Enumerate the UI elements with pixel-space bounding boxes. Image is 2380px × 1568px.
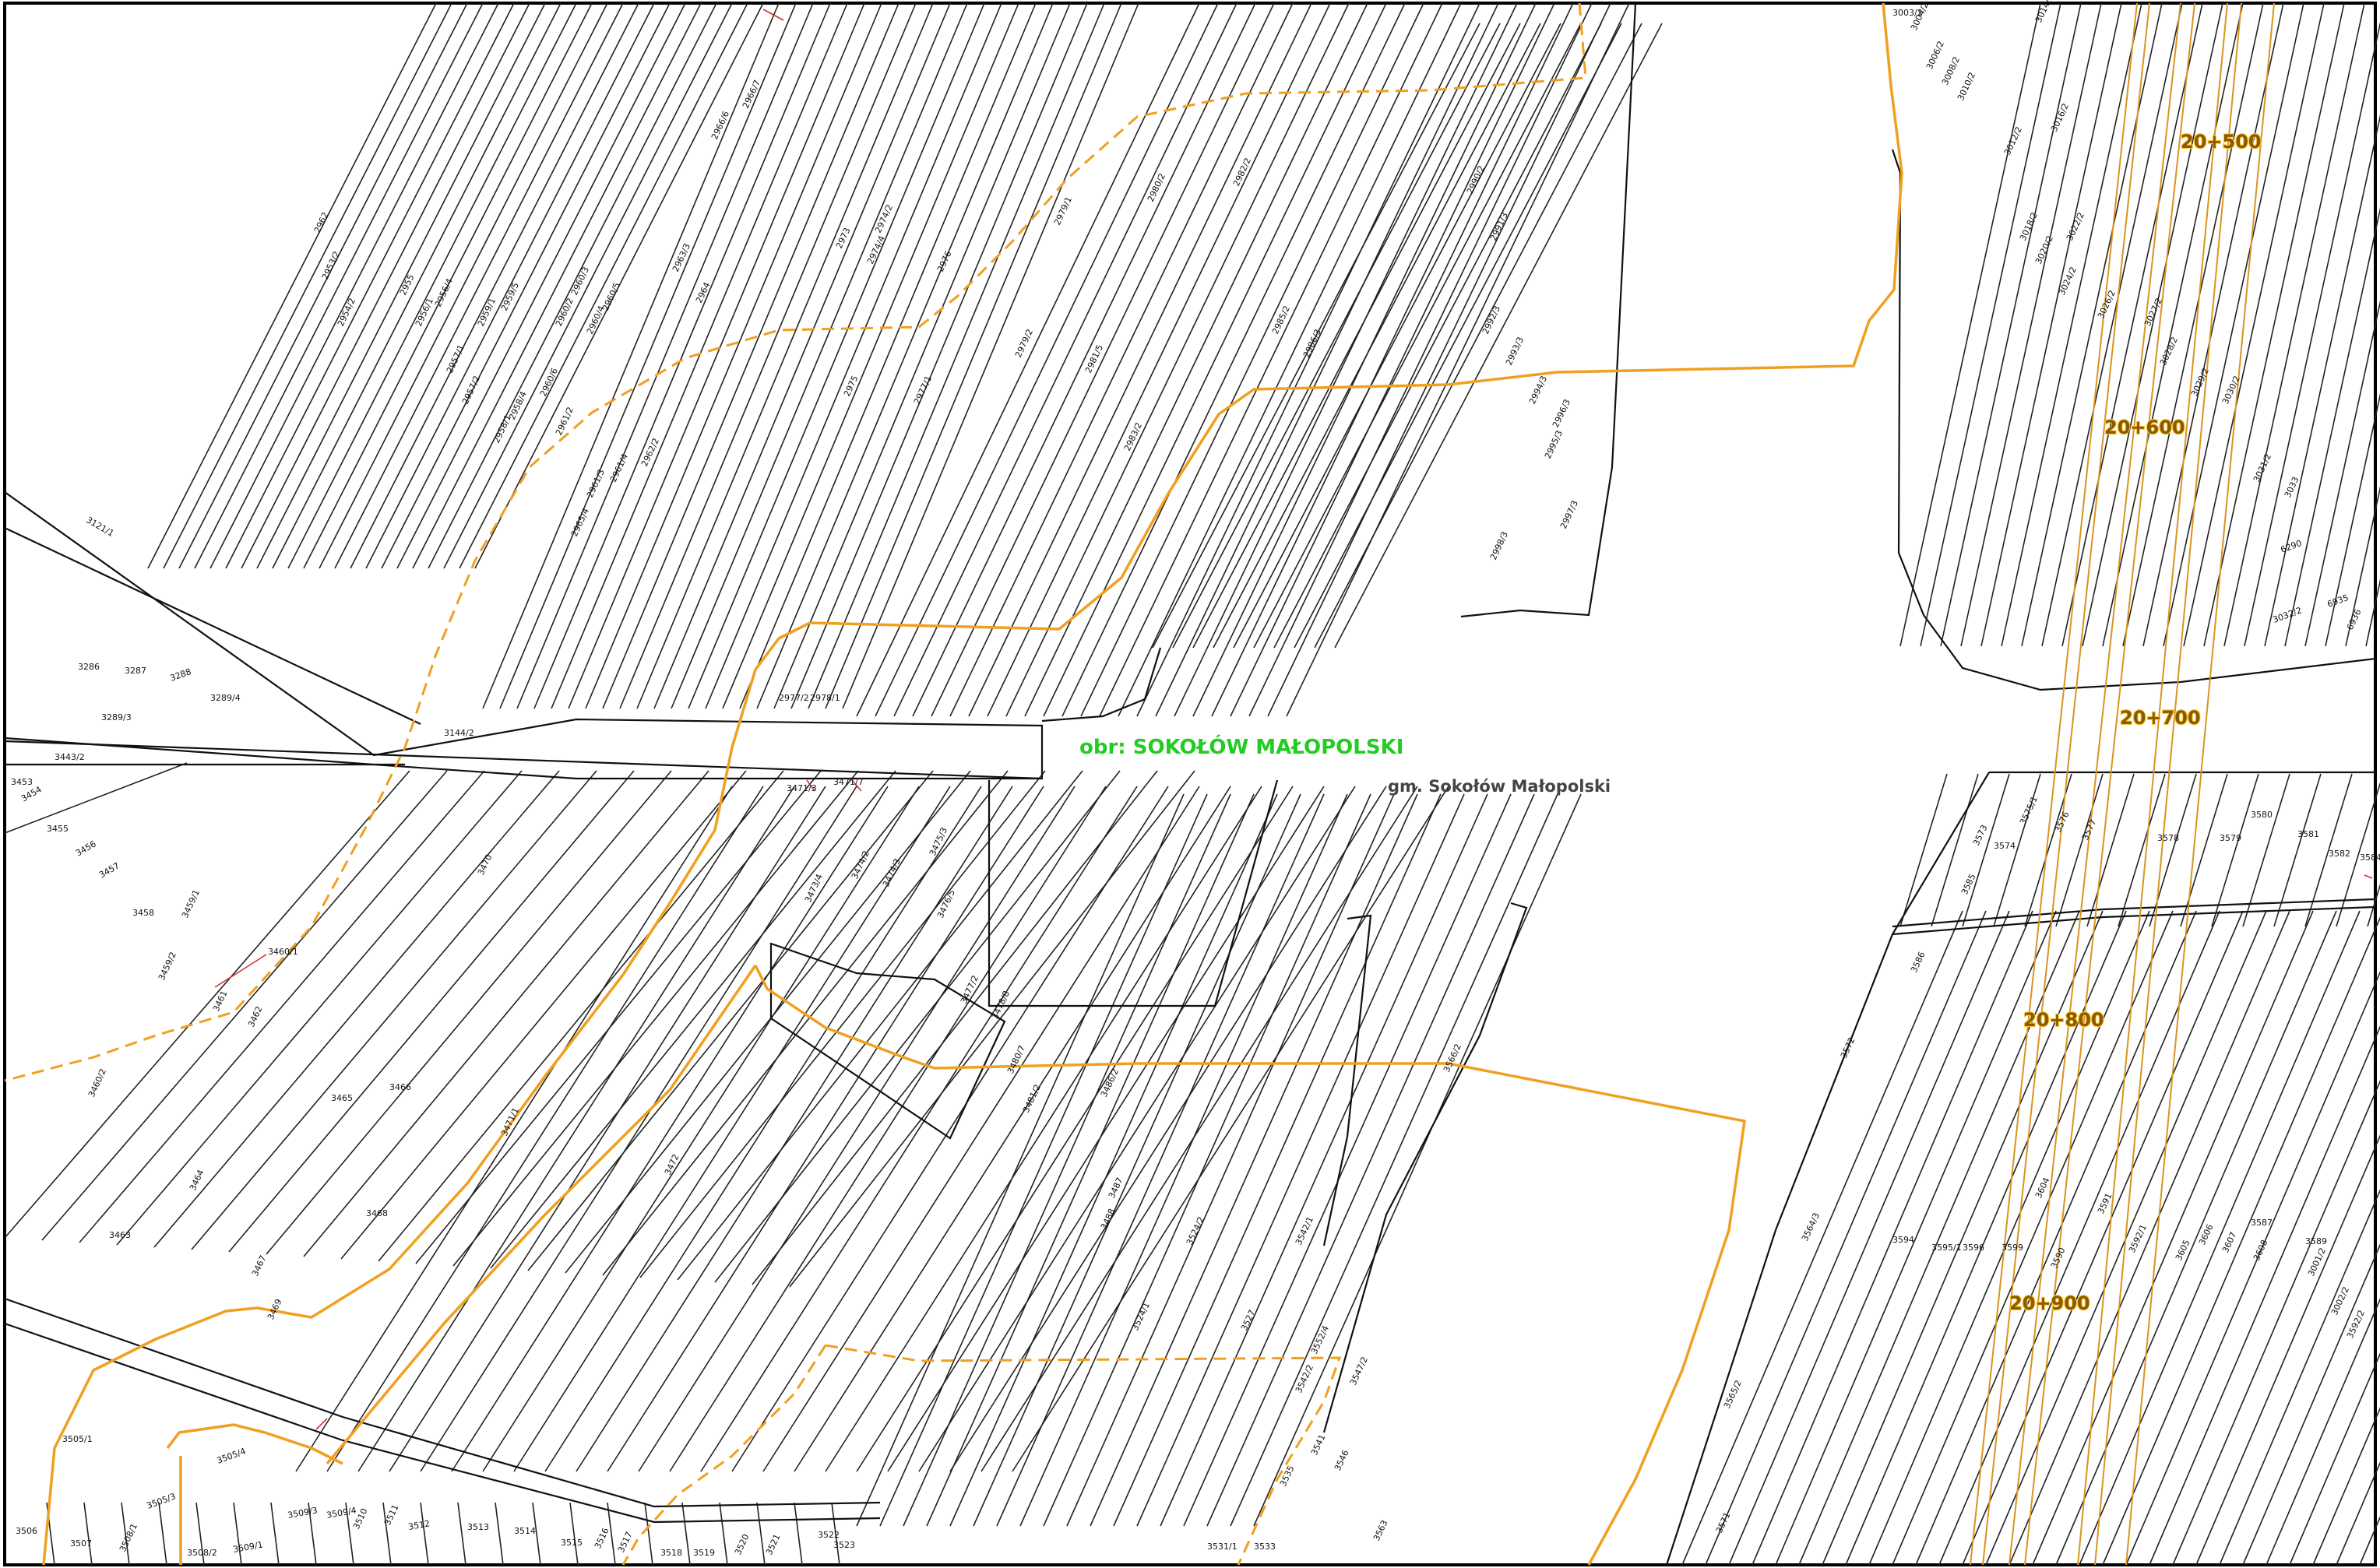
- kilometer-markers: 20+500 20+600 20+700 20+800 20+900: [2009, 130, 2262, 1315]
- parcel-number: 3594: [1892, 1235, 1914, 1245]
- parcel-number: 3582: [2329, 849, 2350, 859]
- parcel-number: 3580: [2251, 810, 2273, 820]
- region-label: obr: SOKOŁÓW MAŁOPOLSKI: [1079, 734, 1403, 759]
- map-frame: [3, 2, 2377, 1566]
- parcel-number: 3515: [561, 1538, 583, 1548]
- parcel-number: 3471/3: [787, 783, 817, 793]
- kilometer-label: 20+800: [2023, 1009, 2104, 1031]
- parcel-number: 2978/1: [810, 693, 840, 703]
- parcel-number: 3505/1: [62, 1434, 93, 1444]
- parcel-number: 3443/2: [55, 752, 85, 762]
- parcel-number: 3508/2: [187, 1548, 217, 1558]
- roads: [4, 2, 2376, 1566]
- parcel-number: 3596: [1963, 1243, 1984, 1253]
- kilometer-label: 20+700: [2120, 707, 2201, 729]
- parcel-number: 3455: [47, 824, 69, 834]
- parcel-number: 3531/1: [1207, 1542, 1238, 1552]
- parcel-number: 3003/2: [1892, 8, 1923, 18]
- parcel-number: 3460/1: [268, 947, 298, 957]
- parcel-number: 3512: [407, 1518, 431, 1532]
- parcel-number: 3514: [514, 1526, 536, 1536]
- parcel-number: 3289/3: [101, 712, 132, 722]
- parcel-number: 3286: [78, 662, 100, 672]
- parcel-number: 3519: [693, 1548, 715, 1558]
- parcel-number: 3463: [109, 1230, 131, 1240]
- parcel-number: 3533: [1254, 1542, 1276, 1552]
- parcel-number: 3506: [16, 1526, 37, 1536]
- parcel-number: 3518: [660, 1548, 682, 1558]
- parcel-number: 3587: [2251, 1218, 2273, 1228]
- parcel-number: 3465: [331, 1093, 353, 1103]
- parcel-number: 3523: [833, 1540, 855, 1550]
- municipality-label: gm. Sokołów Małopolski: [1388, 777, 1611, 796]
- parcel-number: 3581: [2297, 829, 2319, 839]
- kilometer-label: 20+600: [2104, 417, 2185, 438]
- parcel-number: 3584: [2360, 853, 2380, 863]
- parcel-number: 3289/4: [210, 693, 241, 703]
- parcel-number: 3513: [467, 1522, 489, 1532]
- parcel-number: 3574: [1994, 841, 2016, 851]
- parcel-number: 3471/7: [833, 777, 864, 787]
- parcel-number: 3453: [11, 777, 33, 787]
- parcel-number: 3579: [2220, 833, 2241, 843]
- parcel-number: 3589: [2305, 1236, 2327, 1246]
- railway-alignment: [1970, 2, 2275, 1566]
- parcel-number: 3578: [2157, 833, 2179, 843]
- parcel-number: 3466: [389, 1082, 411, 1092]
- parcel-number: 3287: [125, 666, 146, 676]
- kilometer-label: 20+500: [2181, 131, 2262, 153]
- parcel-number: 3507: [70, 1538, 92, 1549]
- parcel-number: 3458: [132, 908, 154, 918]
- parcel-number: 3599: [2002, 1243, 2023, 1253]
- parcel-number: 2977/2: [779, 693, 809, 703]
- red-markers: [214, 9, 2373, 1430]
- parcel-number: 3595/1: [1931, 1243, 1962, 1253]
- kilometer-label: 20+900: [2009, 1292, 2090, 1314]
- parcel-number: 3468: [366, 1208, 388, 1218]
- parcel-number: 3144/2: [444, 728, 474, 738]
- parcel-number: 3522: [818, 1530, 840, 1540]
- boundary-lines: [4, 2, 1903, 1566]
